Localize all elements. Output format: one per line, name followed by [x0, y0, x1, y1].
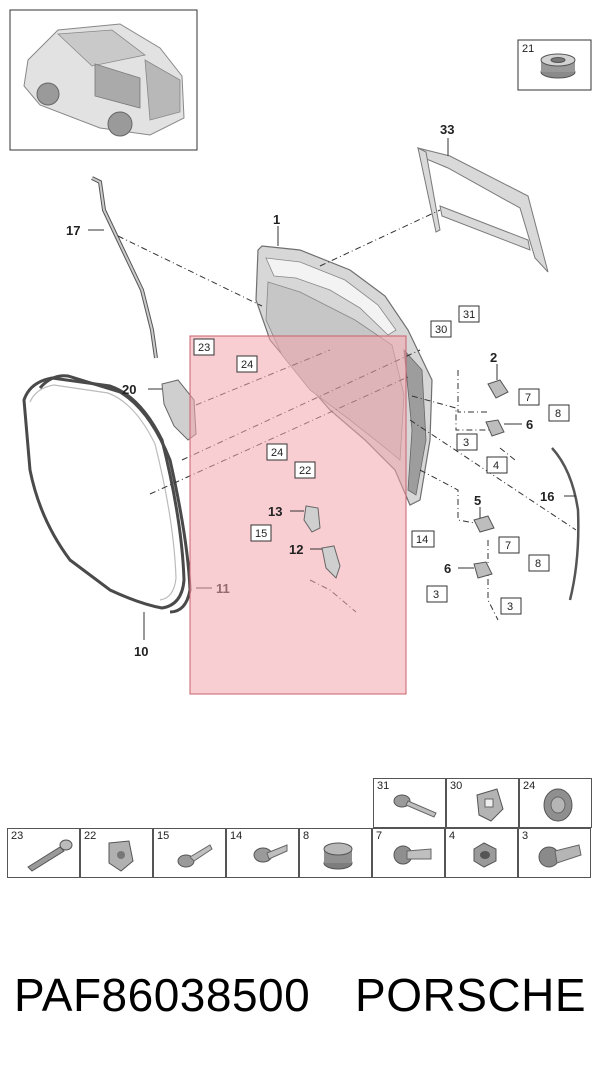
box-label-3a: 3	[463, 437, 469, 449]
bolt-icon	[538, 844, 582, 868]
table-cell-number: 24	[523, 780, 536, 792]
part-12-13-latch: 13 12	[268, 504, 341, 579]
cap-icon	[323, 842, 353, 870]
table-cell-number: 3	[522, 830, 529, 842]
callout-16: 16	[540, 489, 554, 504]
bolt-icon	[393, 845, 432, 865]
callout-12: 12	[289, 542, 303, 557]
bolt-icon	[27, 839, 73, 872]
callout-6a: 6	[526, 417, 533, 432]
clip-icon	[476, 788, 504, 822]
box-label-22: 22	[299, 465, 311, 477]
callout-33: 33	[440, 122, 454, 137]
box-label-15: 15	[255, 528, 267, 540]
table-cell-15: 15	[153, 828, 226, 878]
table-cell-number: 8	[303, 830, 310, 842]
table-cell-number: 14	[230, 830, 243, 842]
callout-17: 17	[66, 223, 80, 238]
table-cell-31: 31	[373, 778, 446, 828]
callout-13: 13	[268, 504, 282, 519]
table-cell-24: 24	[519, 778, 592, 828]
table-cell-number: 23	[11, 830, 24, 842]
box-label-7b: 7	[505, 540, 511, 552]
table-cell-23: 23	[7, 828, 80, 878]
callout-10: 10	[134, 644, 148, 659]
highlight-region	[189, 335, 407, 695]
box-label-3b: 3	[433, 589, 439, 601]
table-cell-14: 14	[226, 828, 299, 878]
box-label-8b: 8	[535, 558, 541, 570]
table-cell-22: 22	[80, 828, 153, 878]
box-label-21: 21	[522, 43, 534, 55]
box-label-3c: 3	[507, 601, 513, 613]
vehicle-thumbnail	[9, 9, 198, 151]
box-label-30: 30	[435, 324, 447, 336]
table-cell-number: 15	[157, 830, 170, 842]
part-number: PAF86038500	[14, 969, 311, 1021]
box-label-4: 4	[493, 460, 499, 472]
plug-icon	[543, 788, 573, 822]
brand-name: PORSCHE	[355, 969, 586, 1021]
table-cell-30: 30	[446, 778, 519, 828]
table-cell-7: 7	[372, 828, 445, 878]
footer: PAF86038500 PORSCHE	[0, 968, 600, 1048]
screw-icon	[393, 794, 437, 818]
nut-icon	[473, 842, 497, 868]
box-label-31: 31	[463, 309, 475, 321]
table-cell-3: 3	[518, 828, 591, 878]
box-label-8a: 8	[555, 408, 561, 420]
bolt-icon	[253, 844, 288, 863]
boxed-callouts: 23 24 24 22 15 31 30 7 8 3 4 14 7 8 3 3	[193, 305, 570, 615]
box-label-7a: 7	[525, 392, 531, 404]
part-21-tape-box: 21	[517, 39, 592, 91]
screw-icon	[177, 844, 213, 868]
box-label-24b: 24	[271, 447, 283, 459]
part-2-5-6-hinges: 2 6 5 6	[444, 350, 533, 579]
table-cell-number: 30	[450, 780, 463, 792]
table-cell-number: 31	[377, 780, 390, 792]
box-label-14: 14	[416, 534, 428, 546]
parts-table: 31 30 24 23 22 15	[7, 778, 593, 881]
box-label-23: 23	[198, 342, 210, 354]
callout-1: 1	[273, 212, 280, 227]
table-cell-number: 7	[376, 830, 383, 842]
box-label-24a: 24	[241, 359, 253, 371]
callout-20: 20	[122, 382, 136, 397]
callout-5: 5	[474, 493, 481, 508]
table-cell-4: 4	[445, 828, 518, 878]
exploded-parts-diagram: 21 33 17 1 11 10	[9, 9, 592, 695]
callout-2: 2	[490, 350, 497, 365]
table-cell-number: 4	[449, 830, 456, 842]
part-33-window-seal: 33	[416, 122, 549, 273]
part-16-wiring: 16	[540, 447, 580, 601]
callout-6b: 6	[444, 561, 451, 576]
nut-clip-icon	[108, 840, 134, 872]
table-cell-8: 8	[299, 828, 372, 878]
part-17-cable: 17	[66, 176, 158, 359]
table-cell-number: 22	[84, 830, 97, 842]
